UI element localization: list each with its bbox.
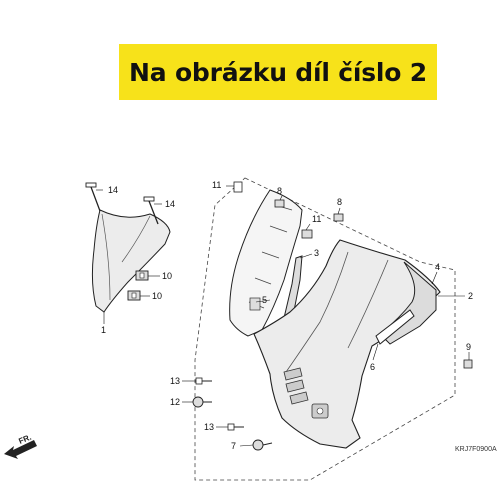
nut-8-left — [274, 199, 285, 208]
callout-6: 6 — [370, 362, 375, 372]
callout-12: 12 — [170, 397, 180, 407]
front-direction-arrow — [4, 440, 37, 459]
callout-11-mid: 11 — [312, 214, 321, 224]
callout-3: 3 — [314, 248, 319, 258]
part-1-inner-cover — [91, 209, 171, 313]
clip-11-mid — [301, 229, 313, 239]
callout-7: 7 — [231, 441, 236, 451]
nut-8-right — [333, 213, 344, 222]
callout-4: 4 — [435, 262, 440, 272]
screw-13-lower — [227, 423, 244, 431]
callout-8-right: 8 — [337, 197, 342, 207]
screw-14-right — [143, 196, 159, 225]
part-number-banner: Na obrázku díl číslo 2 — [119, 44, 437, 100]
screw-12 — [192, 396, 212, 408]
part-2-front-cover — [253, 239, 441, 449]
part-5-inner-panel — [229, 189, 303, 337]
assembly-outline — [194, 177, 456, 481]
callout-14-left: 14 — [108, 185, 118, 195]
callout-9: 9 — [466, 342, 471, 352]
leader-lines — [96, 185, 470, 447]
drawing-code: KRJ7F0900A — [455, 446, 497, 453]
bolt-7 — [252, 439, 273, 451]
callout-5: 5 — [262, 295, 267, 305]
clip-11-top — [233, 181, 243, 193]
clip-9 — [463, 359, 473, 369]
callout-8-left: 8 — [277, 186, 282, 196]
screw-14-left — [85, 182, 101, 212]
clip-10-lower — [127, 290, 141, 301]
clip-10-upper — [135, 270, 149, 281]
callout-2: 2 — [468, 291, 473, 301]
banner-text: Na obrázku díl číslo 2 — [129, 57, 427, 87]
callout-11-top: 11 — [212, 180, 221, 190]
callout-13-lower: 13 — [204, 422, 214, 432]
callout-1: 1 — [101, 325, 106, 335]
front-direction-label: FR. — [17, 433, 32, 446]
callout-10-upper: 10 — [162, 271, 172, 281]
callout-10-lower: 10 — [152, 291, 162, 301]
part-6-decal — [375, 309, 415, 345]
callout-13-upper: 13 — [170, 376, 180, 386]
callout-14-right: 14 — [165, 199, 175, 209]
screw-13-upper — [195, 377, 212, 385]
